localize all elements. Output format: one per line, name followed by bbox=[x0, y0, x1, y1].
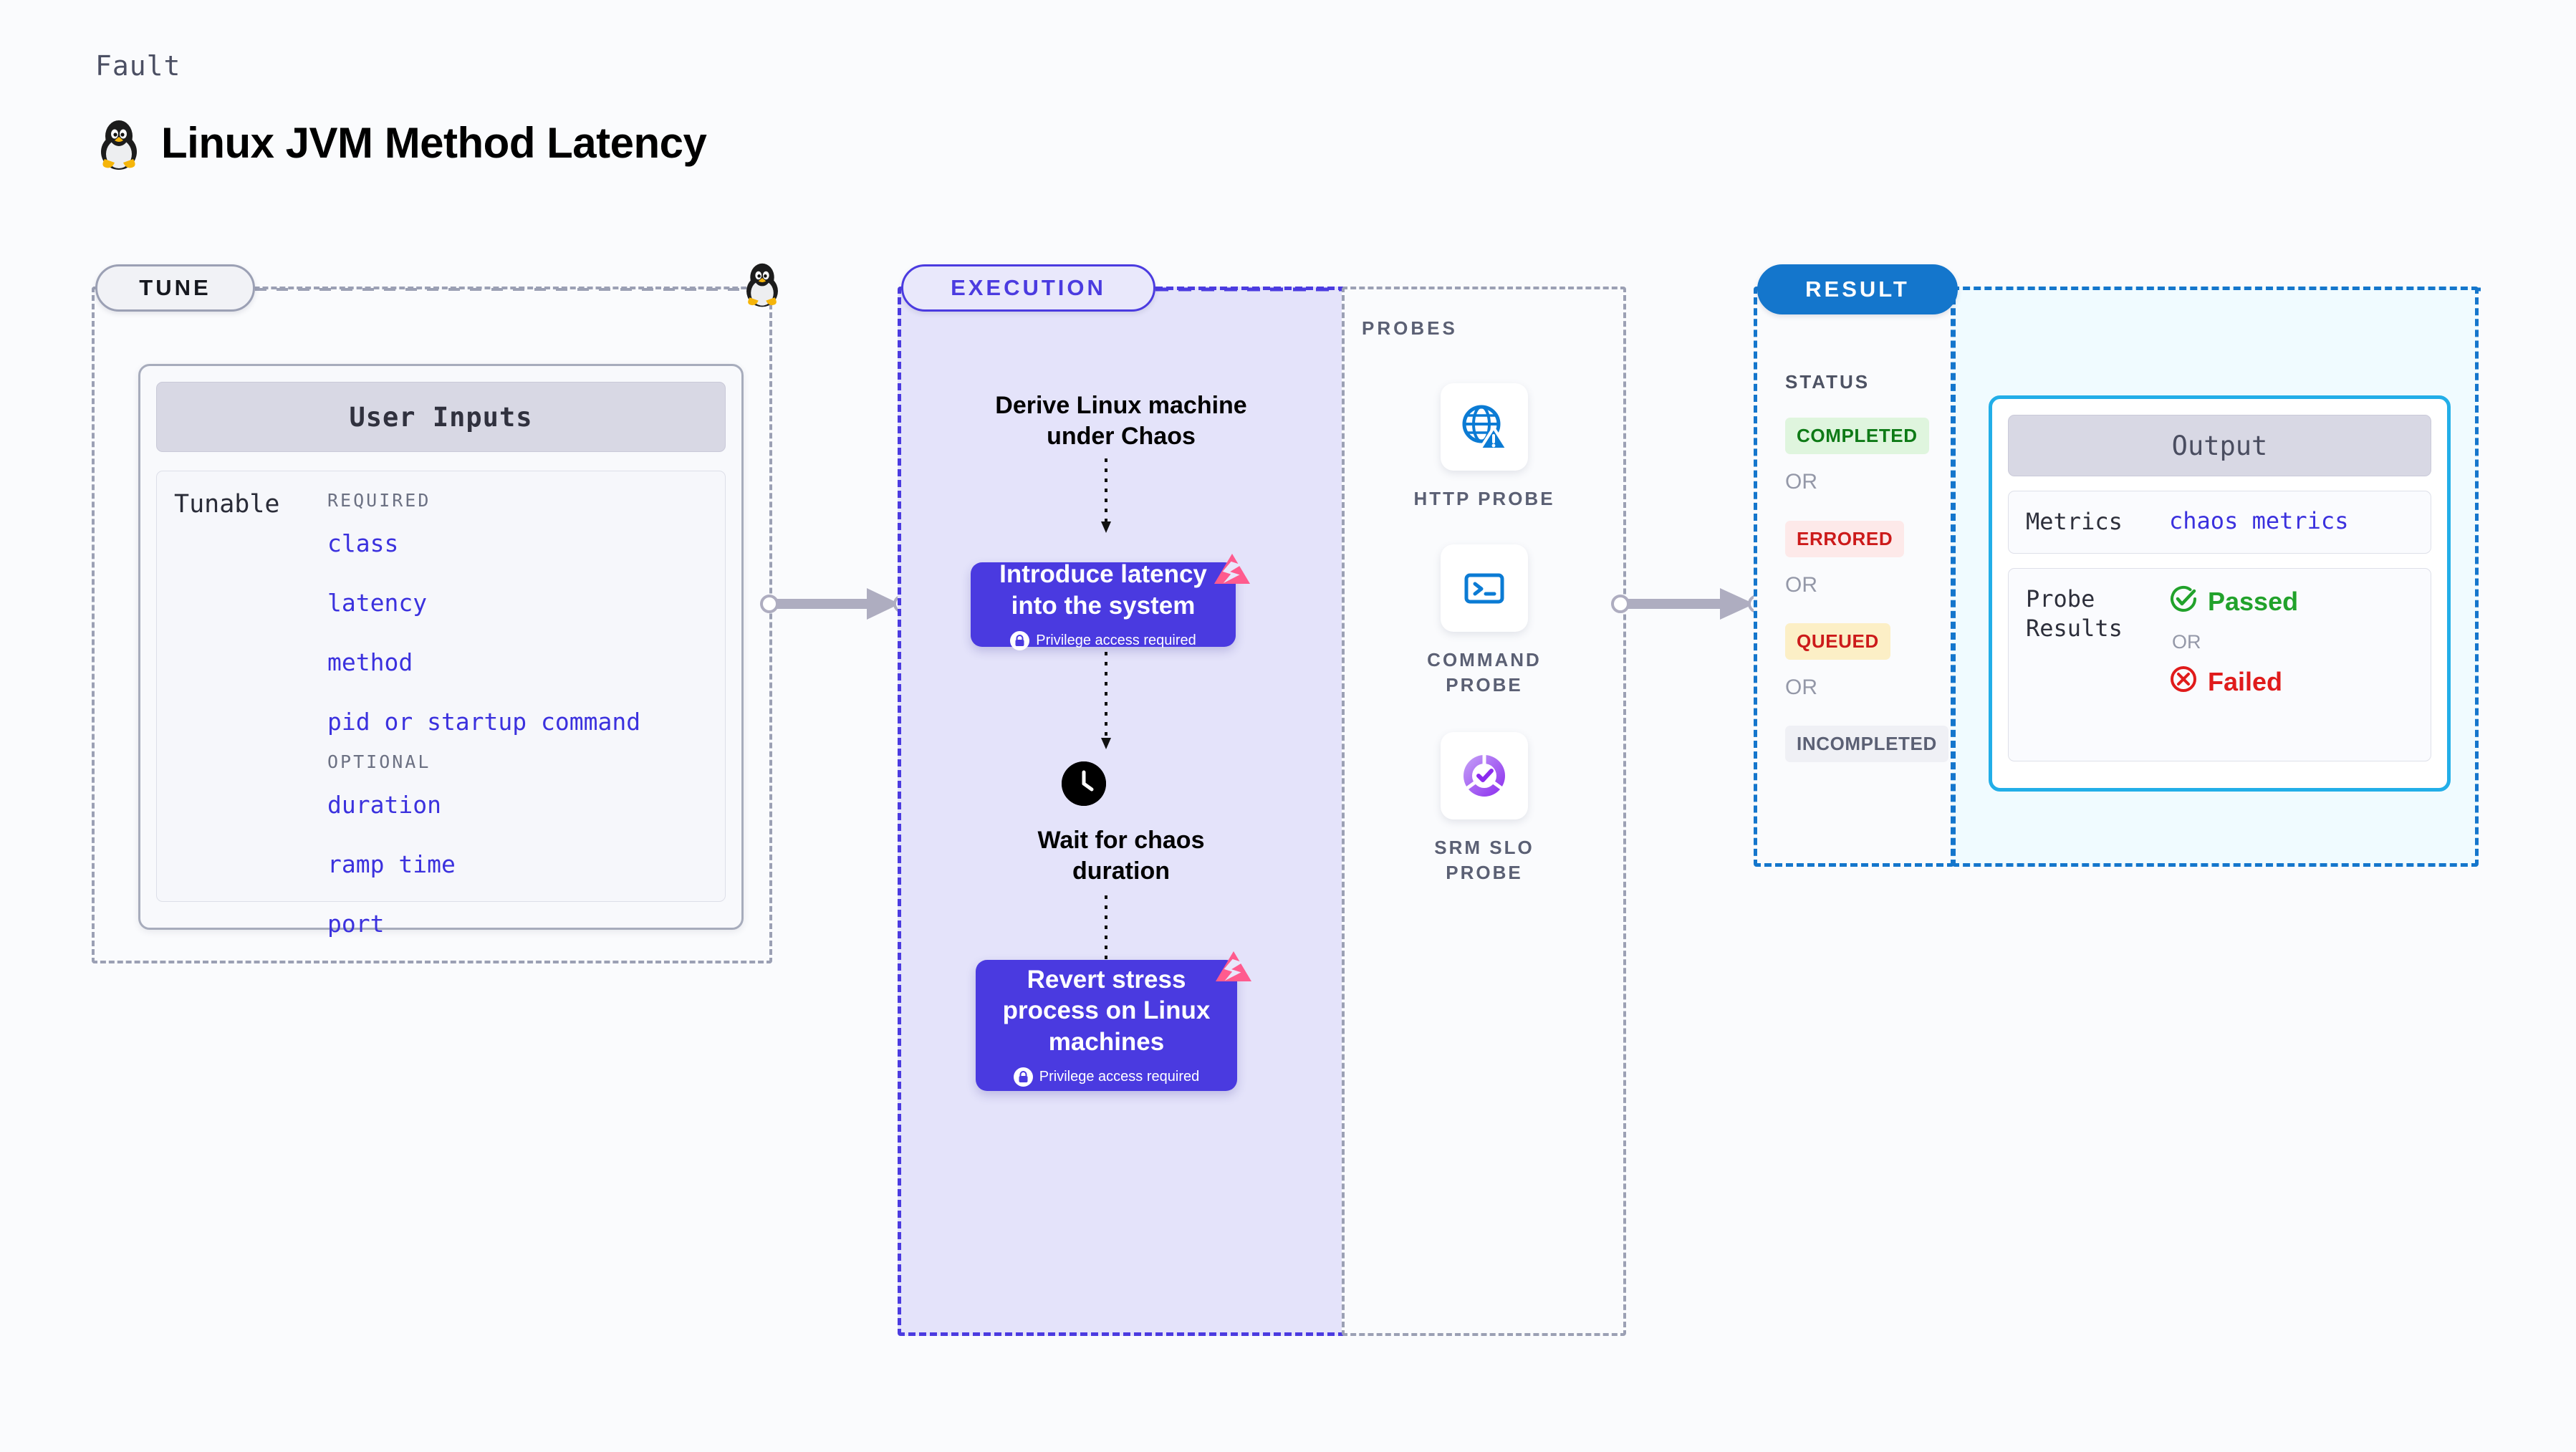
execution-card-introduce-latency[interactable]: Introduce latency into the system Privil… bbox=[971, 554, 1250, 650]
execution-card-title: Revert stress process on Linux machines bbox=[1002, 966, 1211, 1056]
output-metrics-label: Metrics bbox=[2026, 508, 2123, 535]
execution-card-revert-stress[interactable]: Revert stress process on Linux machines … bbox=[976, 951, 1251, 1091]
execution-card-title: Introduce latency into the system bbox=[999, 560, 1207, 620]
status-or-2: OR bbox=[1785, 573, 1817, 597]
status-title: STATUS bbox=[1785, 371, 1870, 393]
tux-penguin-icon bbox=[95, 115, 143, 170]
tux-penguin-icon bbox=[741, 258, 783, 311]
tunable-item-pid-or-startup-command[interactable]: pid or startup command bbox=[327, 708, 641, 736]
page-title: Linux JVM Method Latency bbox=[161, 118, 707, 167]
tunable-item-duration[interactable]: duration bbox=[327, 791, 441, 819]
output-metrics-row: Metrics chaos metrics bbox=[2008, 491, 2431, 554]
page-title-row: Linux JVM Method Latency bbox=[95, 115, 707, 170]
tune-to-execution-arrow bbox=[760, 588, 912, 620]
execution-dashed-connector bbox=[1155, 287, 1343, 292]
probe-srm-slo[interactable]: SRM SLO PROBE bbox=[1398, 732, 1570, 885]
probe-http-label: HTTP PROBE bbox=[1413, 488, 1555, 509]
tunable-group-required-title: REQUIRED bbox=[327, 490, 431, 511]
probe-result-or: OR bbox=[2172, 630, 2201, 653]
page-eyebrow: Fault bbox=[95, 50, 181, 82]
probe-srm-slo-label: SRM SLO PROBE bbox=[1434, 837, 1534, 884]
terminal-icon bbox=[1441, 544, 1528, 632]
result-stage-pill[interactable]: RESULT bbox=[1757, 264, 1958, 314]
status-badge-completed: COMPLETED bbox=[1785, 418, 1929, 454]
tunable-list: REQUIRED class latency method pid or sta… bbox=[327, 490, 725, 938]
tunable-item-ramp-time[interactable]: ramp time bbox=[327, 850, 456, 878]
execution-step-wait-label: Wait for chaos duration bbox=[1037, 827, 1205, 885]
status-or-1: OR bbox=[1785, 470, 1817, 494]
user-inputs-header: User Inputs bbox=[156, 382, 726, 452]
execution-stage-pill[interactable]: EXECUTION bbox=[901, 264, 1155, 312]
tunable-body: Tunable REQUIRED class latency method pi… bbox=[156, 471, 726, 938]
status-badge-queued: QUEUED bbox=[1785, 623, 1890, 660]
tune-stage-pill[interactable]: TUNE bbox=[95, 264, 255, 312]
tunable-item-class[interactable]: class bbox=[327, 529, 399, 557]
x-circle-icon bbox=[2169, 665, 2198, 700]
output-metrics-value[interactable]: chaos metrics bbox=[2169, 507, 2349, 534]
probe-result-passed: Passed bbox=[2169, 585, 2413, 620]
output-header: Output bbox=[2008, 415, 2431, 476]
tune-dashed-connector bbox=[255, 288, 765, 291]
probe-command[interactable]: COMMAND PROBE bbox=[1398, 544, 1570, 698]
execution-region bbox=[898, 287, 1345, 1336]
execution-arrow-2 bbox=[1101, 652, 1111, 749]
output-probe-results-label: Probe Results bbox=[2026, 585, 2123, 643]
probe-result-passed-label: Passed bbox=[2208, 587, 2299, 617]
tunable-item-latency[interactable]: latency bbox=[327, 589, 428, 617]
execution-card-note: Privilege access required bbox=[1010, 630, 1196, 650]
execution-card-note-label: Privilege access required bbox=[1039, 1068, 1200, 1085]
execution-step-derive-label: Derive Linux machine under Chaos bbox=[995, 392, 1247, 450]
probe-result-values: Passed OR Failed bbox=[2169, 585, 2413, 745]
output-probe-results-row: Probe Results Passed OR bbox=[2008, 567, 2431, 761]
probes-title: PROBES bbox=[1362, 317, 1458, 339]
check-circle-icon bbox=[2169, 585, 2198, 620]
status-badge-incompleted: INCOMPLETED bbox=[1785, 726, 1948, 762]
tunable-group-optional-title: OPTIONAL bbox=[327, 751, 431, 772]
tunable-row-label: Tunable bbox=[174, 490, 280, 519]
status-badge-errored: ERRORED bbox=[1785, 521, 1905, 557]
chaos-mark-icon bbox=[1210, 549, 1254, 597]
execution-to-result-arrow bbox=[1611, 588, 1767, 620]
probe-result-failed-label: Failed bbox=[2208, 667, 2283, 697]
execution-arrow-1 bbox=[1101, 458, 1111, 533]
tunable-item-method[interactable]: method bbox=[327, 648, 413, 676]
clock-icon bbox=[1062, 761, 1106, 806]
execution-card-note-label: Privilege access required bbox=[1036, 632, 1196, 648]
tunable-item-port[interactable]: port bbox=[327, 910, 385, 938]
output-card: Output Metrics chaos metrics Probe Resul… bbox=[1989, 395, 2451, 792]
user-inputs-card: User Inputs Tunable REQUIRED class laten… bbox=[138, 364, 744, 938]
probe-http[interactable]: HTTP PROBE bbox=[1398, 383, 1570, 511]
probe-result-failed: Failed bbox=[2169, 665, 2413, 700]
execution-card-note: Privilege access required bbox=[1013, 1067, 1200, 1087]
status-or-3: OR bbox=[1785, 675, 1817, 699]
lock-icon bbox=[1010, 630, 1030, 650]
lock-icon bbox=[1013, 1067, 1033, 1087]
chaos-mark-icon bbox=[1211, 947, 1256, 995]
probe-command-label: COMMAND PROBE bbox=[1427, 649, 1542, 696]
globe-warning-icon bbox=[1441, 383, 1528, 471]
slo-donut-check-icon bbox=[1441, 732, 1528, 819]
